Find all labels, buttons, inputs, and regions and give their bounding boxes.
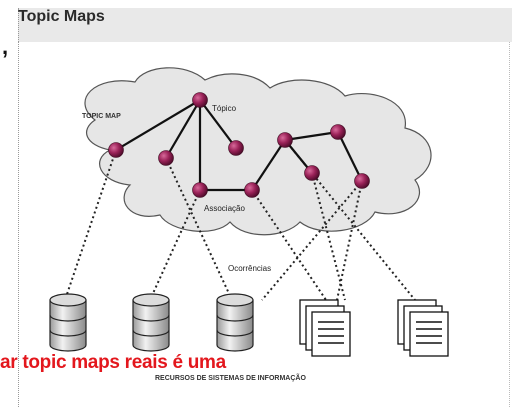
label-topic-map: TOPIC MAP [82,113,121,120]
document-stack-icon [397,299,449,357]
label-recursos: RECURSOS DE SISTEMAS DE INFORMAÇÃO [155,373,306,382]
topic-map-cloud [84,67,432,236]
topic-node [354,173,370,189]
occurrence-links [64,139,416,301]
document-stack-icon [299,299,351,357]
label-ocorrencias: Ocorrências [228,264,271,273]
cut-text-fragment: , [2,34,9,59]
topic-node [330,124,346,140]
topic-node [244,182,260,198]
database-icon [216,293,254,352]
page-title: Topic Maps [18,8,105,25]
database-icon [49,293,87,352]
label-associacao: Associação [204,204,245,213]
topic-node [192,182,208,198]
topic-nodes [108,92,370,198]
header-bar [18,8,512,42]
topic-node [158,150,174,166]
database-icon [132,293,170,352]
topic-node [277,132,293,148]
label-topico: Tópico [212,104,237,113]
left-dotted-border [18,42,19,407]
topic-node [228,140,244,156]
topic-node [192,92,208,108]
topic-node [304,165,320,181]
right-dotted-border [509,42,510,407]
topic-node [108,142,124,158]
overlay-caption: ar topic maps reais é uma [0,352,226,373]
